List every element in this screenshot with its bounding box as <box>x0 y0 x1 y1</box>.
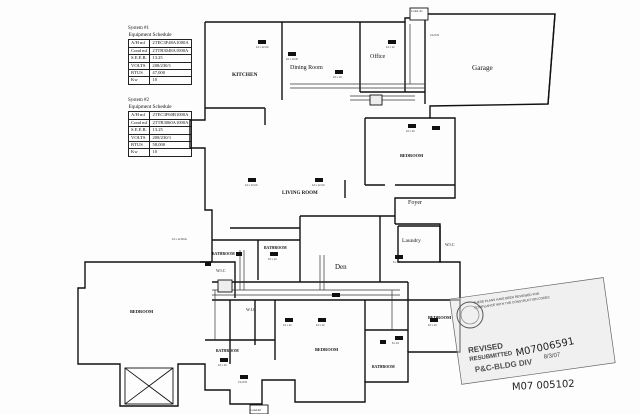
schedule-title: Equipment Schedule <box>128 32 172 39</box>
svg-text:12 x 12: 12 x 12 <box>283 323 292 327</box>
garage-door <box>547 13 556 105</box>
room-bath-lower-right: BATHROOM <box>372 365 395 369</box>
room-bath-center: BATHROOM <box>264 246 287 250</box>
handwritten-permit-lower: M07 005102 <box>512 379 575 393</box>
room-wic-left: W.I.C <box>216 268 226 273</box>
svg-text:10 x 10: 10 x 10 <box>333 75 342 79</box>
svg-text:12 x 12: 12 x 12 <box>316 323 325 327</box>
schedule-key: Kw <box>127 76 151 85</box>
svg-text:3 1/2 IN: 3 1/2 IN <box>238 380 247 384</box>
stamp-date: 8/3/07 <box>543 352 561 360</box>
system-2-label: System #2 <box>128 98 149 103</box>
label-cond2: Cond.#2 <box>250 408 261 412</box>
outer-wall-west-upper <box>189 22 213 262</box>
condenser-1-pad <box>409 7 429 21</box>
svg-text:10 x 10: 10 x 10 <box>268 257 277 261</box>
air-handler-2 <box>217 279 233 293</box>
schedule-value: 10 <box>149 148 192 157</box>
room-bedroom-lower: BEDROOM <box>315 347 339 352</box>
svg-text:10 x 10 ID: 10 x 10 ID <box>286 57 298 61</box>
register-marks <box>205 40 440 379</box>
room-laundry: Laundry <box>402 238 421 244</box>
room-garage: Garage <box>472 64 493 72</box>
wall <box>200 261 236 298</box>
room-foyer: Foyer <box>408 200 422 206</box>
svg-text:12 x 12 AC: 12 x 12 AC <box>312 183 325 187</box>
room-living: LIVING ROOM <box>282 191 318 196</box>
air-handler-1 <box>369 94 383 106</box>
svg-text:12 x 12 RAG: 12 x 12 RAG <box>172 237 187 241</box>
label-cond1: Cond. #1 <box>411 9 423 13</box>
svg-text:12 x 12 AC: 12 x 12 AC <box>256 45 269 49</box>
svg-text:6 x 10: 6 x 10 <box>393 260 401 264</box>
laundry-walls <box>397 225 441 263</box>
outer-wall-south <box>77 223 461 407</box>
room-wic-right: W.I.C <box>445 242 455 247</box>
room-bath-left: BATHROOM <box>212 252 235 256</box>
room-office: Office <box>370 53 386 60</box>
room-bath-lower-left: BATHROOM <box>216 349 239 353</box>
svg-text:12 x 12: 12 x 12 <box>386 45 395 49</box>
room-dining: Dining Room <box>290 65 323 71</box>
system-1-label: System #1 <box>128 26 149 31</box>
svg-text:12 x 12 AC: 12 x 12 AC <box>245 183 258 187</box>
svg-text:10 x 10: 10 x 10 <box>428 323 437 327</box>
schedule-key: Kw <box>127 148 151 157</box>
svg-text:10 x 10: 10 x 10 <box>218 363 227 367</box>
pad-box <box>124 367 174 405</box>
room-bedroom-right: BEDROOM <box>428 315 452 320</box>
svg-text:8 x 10: 8 x 10 <box>392 341 400 345</box>
room-den: Den <box>335 263 347 271</box>
svg-text:3 1/2 IN: 3 1/2 IN <box>430 33 439 37</box>
svg-text:10 x 10: 10 x 10 <box>406 129 415 133</box>
schedule-value: 10 <box>149 76 192 85</box>
condenser-2-pad <box>249 404 269 414</box>
seal-icon <box>456 301 484 329</box>
review-stamp: THESE PLANS HAVE BEEN REVIEWED FOR COMPL… <box>449 277 616 393</box>
schedule-title: Equipment Schedule <box>128 104 172 111</box>
room-kitchen: KITCHEN <box>232 72 258 78</box>
room-wic-mid: W.I.C <box>246 307 256 312</box>
room-bedroom-upper: BEDROOM <box>400 153 424 158</box>
room-bedroom-left: BEDROOM <box>130 309 154 314</box>
